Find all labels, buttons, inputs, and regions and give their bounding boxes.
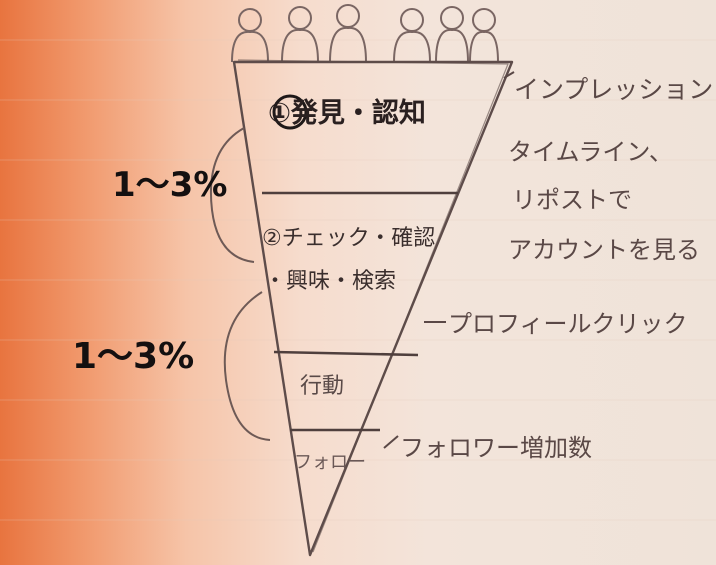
- stage-1-number-circle: [272, 94, 308, 130]
- person-icon: [281, 6, 319, 63]
- left-rates: 1〜3% 1〜3%: [72, 127, 271, 441]
- person-icon: [329, 4, 367, 63]
- rate-lower: 1〜3%: [72, 336, 194, 377]
- person-icon: [469, 8, 499, 63]
- people-icons: [231, 4, 499, 63]
- stage-dividers: [262, 191, 458, 432]
- rate-upper: 1〜3%: [112, 165, 227, 205]
- person-icon: [393, 8, 431, 63]
- stage-4-label: フォロー: [294, 452, 366, 473]
- stage-1: ①発見・認知: [268, 94, 426, 130]
- impression-label: インプレッション: [514, 75, 713, 104]
- stage-2: ②チェック・確認 ・興味・検索: [262, 226, 435, 294]
- follower-increase-label: フォロワー増加数: [400, 434, 592, 462]
- rate-lower-bracket: [223, 291, 271, 441]
- stage-2-label: ②チェック・確認: [262, 226, 435, 251]
- person-icon: [231, 8, 269, 63]
- stage-1-label: ①発見・認知: [268, 97, 426, 129]
- stage-2-sublabel: ・興味・検索: [264, 269, 396, 294]
- timeline-note-line-1: タイムライン、: [508, 138, 673, 166]
- funnel-outline: [232, 59, 514, 557]
- stage-3-label: 行動: [300, 374, 344, 399]
- person-icon: [435, 6, 469, 63]
- timeline-note-line-3: アカウントを見る: [508, 236, 700, 264]
- paper-grid: [0, 39, 716, 521]
- right-annotations: インプレッション タイムライン、 リポストで アカウントを見る プロフィールクリ…: [383, 71, 713, 462]
- rate-upper-bracket: [210, 127, 255, 263]
- profile-click-label: プロフィールクリック: [448, 310, 688, 338]
- follower-leader: [383, 435, 399, 449]
- timeline-note-line-2: リポストで: [512, 186, 632, 214]
